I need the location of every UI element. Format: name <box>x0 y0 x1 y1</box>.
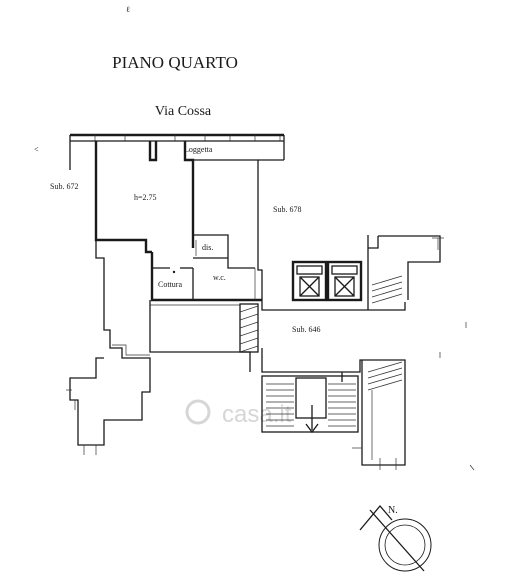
lift-shafts <box>291 260 363 302</box>
apartment-walls <box>94 141 263 302</box>
label-cottura: Cottura <box>158 280 182 289</box>
label-loggetta: Loggetta <box>184 145 213 154</box>
main-staircase <box>261 372 359 434</box>
label-sub-678: Sub. 678 <box>273 205 301 214</box>
watermark: casa.it <box>185 399 292 428</box>
floor-title: PIANO QUARTO <box>112 53 238 72</box>
stair-east-lower <box>352 360 406 470</box>
facade-wall <box>70 133 285 161</box>
label-sub-646: Sub. 646 <box>292 325 320 334</box>
compass-label: N. <box>388 505 398 516</box>
svg-text:ℓ: ℓ <box>126 5 130 14</box>
svg-text:<: < <box>34 145 39 154</box>
north-compass: N. <box>359 504 432 572</box>
stair-east-upper <box>367 235 444 310</box>
corridor-646 <box>149 300 406 380</box>
label-disimpegno: dis. <box>202 243 213 252</box>
watermark-text: casa.it <box>222 401 292 428</box>
label-sub-672: Sub. 672 <box>50 182 78 191</box>
label-room-height: h=2.75 <box>134 193 157 202</box>
street-name: Via Cossa <box>155 104 212 119</box>
label-wc: w.c. <box>213 273 226 282</box>
neighbour-unit-672 <box>66 135 151 455</box>
stair-ramp-west <box>239 303 259 353</box>
